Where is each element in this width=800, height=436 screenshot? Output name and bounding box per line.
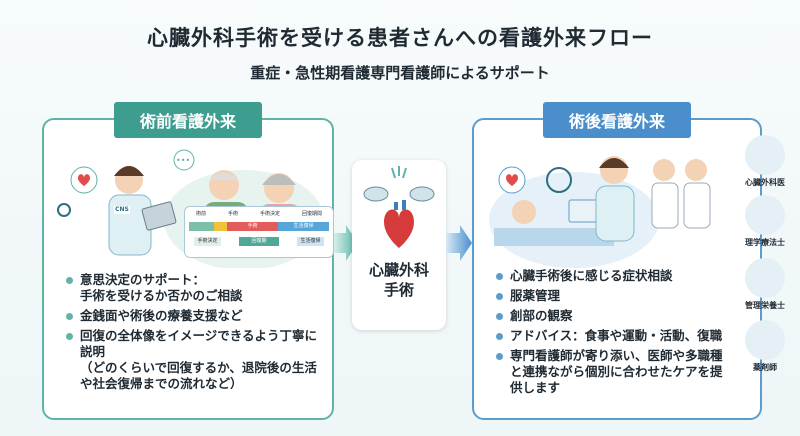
nurse-name-badge: CNS [114, 206, 130, 214]
postop-panel: 術後看護外来 心臓手術後に感じる症状相談 服薬管理 創部の観察 アドバイス：食事… [472, 102, 762, 420]
pharmacist-avatar [745, 320, 785, 360]
timeline-label: 回復期間 [301, 211, 322, 217]
preop-panel: 術前看護外来 ••• CNS 術前 手術 手術決定 回復期間 手術 生活復帰 [42, 102, 334, 420]
timeline-label: 術前 [195, 211, 206, 217]
page-title: 心臓外科手術を受ける患者さんへの看護外来フロー [147, 26, 653, 50]
postop-care-illustration [484, 140, 750, 268]
list-item: 意思決定のサポート：手術を受けるか否かのご相談 [66, 272, 324, 304]
page-subtitle: 重症・急性期看護専門看護師によるサポート [250, 64, 550, 82]
list-item: 金銭面や術後の療養支援など [66, 308, 324, 324]
list-item: 心臓手術後に感じる症状相談 [496, 268, 730, 284]
arrow-right-icon [446, 225, 472, 261]
recovery-timeline: 術前 手術 手術決定 回復期間 手術 生活復帰 手術決定 回復期 生活復帰 [184, 206, 334, 258]
timeline-bar-surgery: 手術 [227, 222, 279, 231]
therapist-avatar [745, 195, 785, 235]
list-item: 専門看護師が寄り添い、医師や多職種と連携ながら個別に合わせたケアを提供します [496, 348, 730, 396]
postop-title: 術後看護外来 [542, 102, 692, 138]
staff-physiotherapist: 理学療法士 [736, 195, 794, 248]
heart-surgery-icon [363, 166, 435, 248]
dietitian-avatar [745, 258, 785, 298]
list-item: 創部の観察 [496, 308, 730, 324]
timeline-bar-return: 生活復帰 [278, 222, 329, 231]
stethoscope-icon [546, 167, 572, 193]
svg-text:•••: ••• [176, 156, 190, 165]
postop-list: 心臓手術後に感じる症状相談 服薬管理 創部の観察 アドバイス：食事や運動・活動、… [496, 268, 730, 400]
doctor-avatar [745, 135, 785, 175]
preop-list: 意思決定のサポート：手術を受けるか否かのご相談 金銭面や術後の療養支援など 回復… [66, 272, 324, 396]
timeline-label: 生活復帰 [297, 237, 324, 246]
staff-surgeon: 心臓外科医 [736, 135, 794, 188]
timeline-label: 手術決定 [194, 237, 221, 246]
timeline-label: 手術 [227, 211, 238, 217]
heart-icon [78, 174, 90, 186]
surgery-label: 心臓外科手術 [368, 261, 429, 299]
list-item: 服薬管理 [496, 288, 730, 304]
staff-pharmacist: 薬剤師 [736, 320, 794, 373]
timeline-label: 手術決定 [259, 211, 280, 217]
surgery-card: 心臓外科手術 [352, 160, 446, 330]
preop-title: 術前看護外来 [113, 102, 263, 138]
list-item: アドバイス：食事や運動・活動、復職 [496, 328, 730, 344]
list-item: 回復の全体像をイメージできるよう丁寧に説明（どのくらいで回復するか、退院後の生活… [66, 328, 324, 392]
timeline-label: 回復期 [239, 237, 279, 246]
stethoscope-icon [57, 203, 71, 217]
staff-dietitian: 管理栄養士 [736, 258, 794, 311]
